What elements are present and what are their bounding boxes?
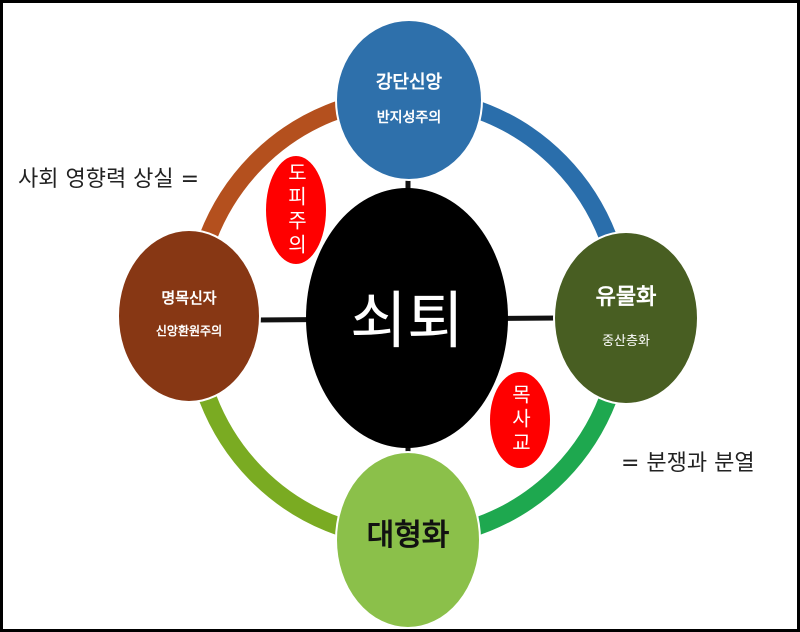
node-right-circle bbox=[553, 231, 699, 405]
badge-upper-left bbox=[266, 156, 326, 264]
node-right-title: 유물화 bbox=[596, 285, 657, 310]
node-top-circle bbox=[335, 19, 483, 181]
node-bottom-title: 대형화 bbox=[367, 518, 450, 553]
center-circle bbox=[306, 188, 508, 448]
badge-upper-left-label: 도피주의 bbox=[284, 162, 308, 258]
node-top-title: 강단신앙 bbox=[376, 72, 443, 93]
annotation-left: 사회 영향력 상실 = bbox=[18, 167, 200, 192]
cycle-diagram: 쇠퇴 강단신앙 반지성주의 유물화 중산층화 대형화 명목신자 신앙환원주의 bbox=[117, 19, 699, 629]
badge-lower-right-label: 목사교 bbox=[508, 384, 532, 456]
node-bottom-circle bbox=[335, 451, 481, 629]
node-left-title: 명목신자 bbox=[161, 289, 216, 307]
annotation-right: = 분쟁과 분열 bbox=[621, 451, 755, 476]
node-top-subtitle: 반지성주의 bbox=[377, 109, 441, 126]
center-label: 쇠퇴 bbox=[350, 284, 464, 357]
node-right-subtitle: 중산층화 bbox=[602, 334, 650, 349]
node-left-circle bbox=[117, 229, 261, 403]
badge-lower-right bbox=[490, 372, 550, 468]
node-left-subtitle: 신앙환원주의 bbox=[156, 323, 222, 338]
